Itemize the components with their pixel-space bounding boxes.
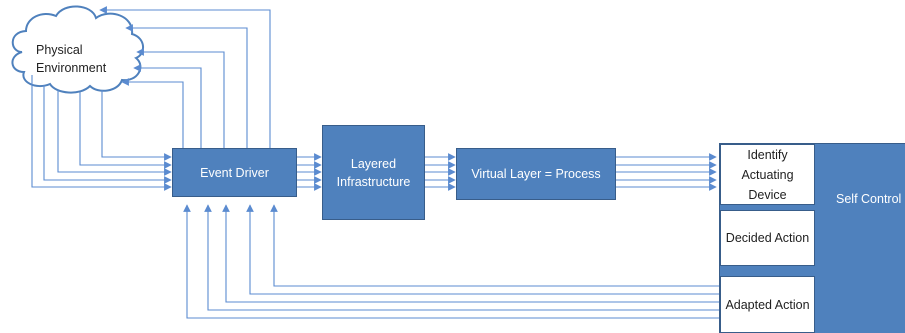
virtual-layer-box: Virtual Layer = Process	[456, 148, 616, 200]
identify-actuating-device-box: Identify Actuating Device	[720, 144, 815, 205]
event-driver-box: Event Driver	[172, 148, 297, 197]
decided-action-label: Decided Action	[725, 231, 810, 245]
layered-infrastructure-label: Layered Infrastructure	[336, 156, 411, 189]
virtual-layer-to-identify-device-arrows	[616, 153, 717, 191]
layered-infrastructure-box: Layered Infrastructure	[322, 125, 425, 220]
physical-environment-label: Physical Environment	[36, 43, 107, 75]
adapted-action-box: Adapted Action	[720, 276, 815, 333]
identify-actuating-device-label: Identify Actuating Device	[741, 147, 794, 202]
adapted-action-label: Adapted Action	[725, 297, 810, 312]
virtual-layer-label: Virtual Layer = Process	[471, 167, 601, 181]
event-driver-to-environment-arrows	[99, 6, 271, 148]
environment-to-event-driver-arrows	[31, 75, 172, 191]
self-control-label: Self Control	[836, 192, 902, 206]
event-driver-to-layered-infrastructure-arrows	[297, 153, 322, 191]
decided-action-box: Decided Action	[720, 210, 815, 266]
adapted-action-to-event-driver-arrows	[183, 204, 719, 319]
layered-infrastructure-to-virtual-layer-arrows	[425, 153, 456, 191]
physical-environment-cloud	[11, 5, 144, 94]
event-driver-label: Event Driver	[200, 165, 269, 180]
